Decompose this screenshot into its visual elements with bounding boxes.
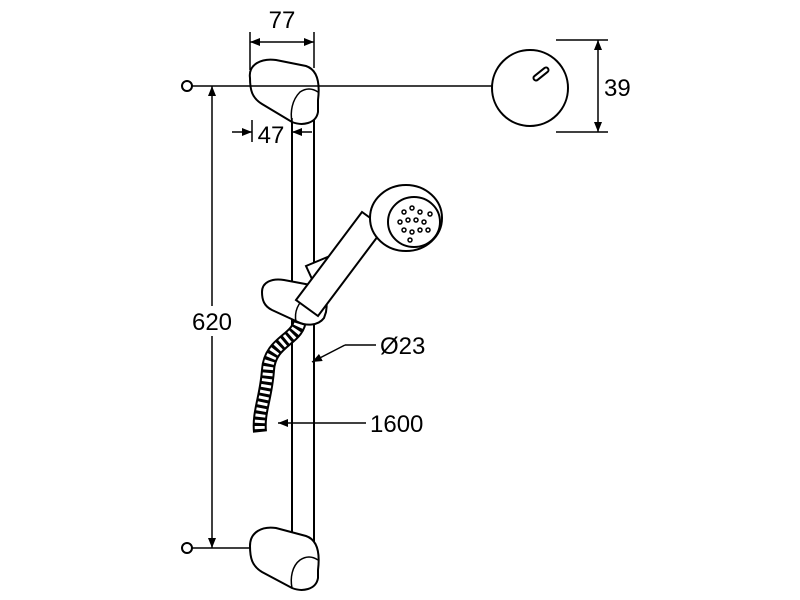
leader-rail-diameter: Ø23 xyxy=(311,333,425,363)
dimension-47: 47 xyxy=(232,118,312,149)
dimension-620-label: 620 xyxy=(192,309,232,336)
leader-hose-length: 1600 xyxy=(278,411,423,438)
bottom-wall-bracket xyxy=(248,526,320,591)
dimension-39-label: 39 xyxy=(604,75,631,102)
dimension-39: 39 xyxy=(556,39,631,133)
hand-shower xyxy=(294,184,443,318)
hose-length-label: 1600 xyxy=(370,411,423,438)
dimension-620: 620 xyxy=(181,80,250,554)
wall-rosette xyxy=(491,49,569,127)
dimension-77-label: 77 xyxy=(269,7,296,34)
dimension-47-label: 47 xyxy=(258,122,285,149)
dimension-77: 77 xyxy=(249,7,315,70)
shower-hose xyxy=(252,317,307,433)
rail-diameter-label: Ø23 xyxy=(380,333,425,360)
top-wall-bracket xyxy=(248,58,320,125)
